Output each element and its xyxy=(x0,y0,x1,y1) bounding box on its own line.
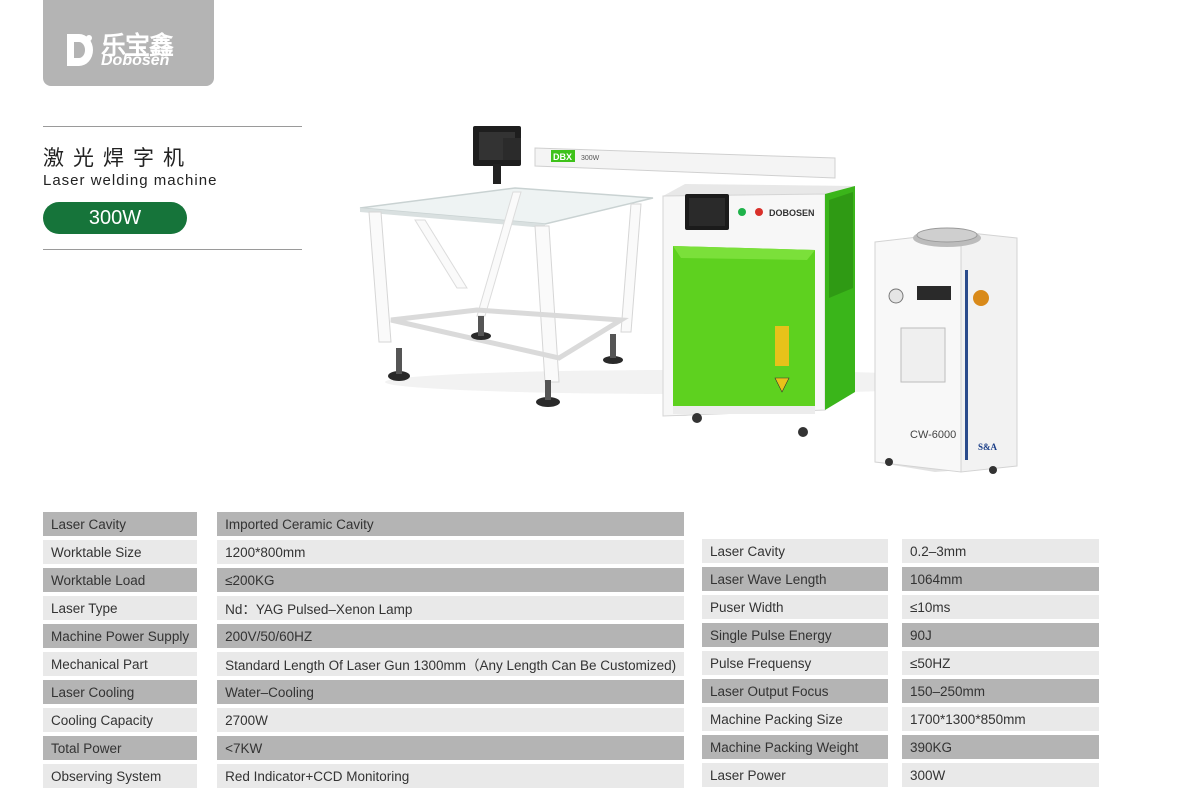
spec-key: Worktable Size xyxy=(43,540,198,564)
spec-value: 200V/50/60HZ xyxy=(217,624,685,648)
table-row: Single Pulse Energy 90J xyxy=(702,623,1099,647)
table-row: Laser Cooling Water–Cooling xyxy=(43,680,685,704)
spec-key: Single Pulse Energy xyxy=(702,623,888,647)
spec-value: ≤10ms xyxy=(902,595,1099,619)
spec-value: Nd：YAG Pulsed–Xenon Lamp xyxy=(217,596,685,620)
table-row: Machine Power Supply 200V/50/60HZ xyxy=(43,624,685,648)
spec-value: Imported Ceramic Cavity xyxy=(217,512,685,536)
dobosen-logo-icon xyxy=(67,34,93,66)
spec-value: Red Indicator+CCD Monitoring xyxy=(217,764,685,788)
spec-value: 300W xyxy=(902,763,1099,787)
arm-power-label: 300W xyxy=(581,155,600,162)
spec-key: Machine Power Supply xyxy=(43,624,198,648)
table-row: Laser Wave Length 1064mm xyxy=(702,567,1099,591)
table-row: Total Power <7KW xyxy=(43,736,685,760)
spec-key: Cooling Capacity xyxy=(43,708,198,732)
table-row: Pulse Frequensy ≤50HZ xyxy=(702,651,1099,675)
chiller-model-label: CW-6000 xyxy=(910,429,956,441)
table-row: Laser Output Focus 150–250mm xyxy=(702,679,1099,703)
spec-key: Mechanical Part xyxy=(43,652,198,676)
spec-value: 90J xyxy=(902,623,1099,647)
spec-key: Laser Cooling xyxy=(43,680,198,704)
spec-value: Standard Length Of Laser Gun 1300mm（Any … xyxy=(217,652,685,676)
spec-table-right: Laser Cavity 0.2–3mm Laser Wave Length 1… xyxy=(702,535,1099,791)
logo-english-name: Dobosen xyxy=(101,52,170,69)
spec-value: 2700W xyxy=(217,708,685,732)
spec-value: 1700*1300*850mm xyxy=(902,707,1099,731)
spec-key: Machine Packing Weight xyxy=(702,735,888,759)
spec-value: Water–Cooling xyxy=(217,680,685,704)
top-divider xyxy=(43,126,302,127)
spec-key: Machine Packing Size xyxy=(702,707,888,731)
spec-value: 150–250mm xyxy=(902,679,1099,703)
spec-value: 1064mm xyxy=(902,567,1099,591)
spec-value: ≤200KG xyxy=(217,568,685,592)
product-title-en: Laser welding machine xyxy=(43,172,218,189)
spec-value: 390KG xyxy=(902,735,1099,759)
spec-key: Laser Power xyxy=(702,763,888,787)
arm-model-label: DBX xyxy=(553,152,572,162)
bottom-divider xyxy=(43,249,302,250)
spec-table-left: Laser Cavity Imported Ceramic Cavity Wor… xyxy=(43,508,685,792)
table-row: Laser Cavity 0.2–3mm xyxy=(702,539,1099,563)
spec-key: Total Power xyxy=(43,736,198,760)
table-row: Cooling Capacity 2700W xyxy=(43,708,685,732)
table-row: Machine Packing Weight 390KG xyxy=(702,735,1099,759)
table-row: Puser Width ≤10ms xyxy=(702,595,1099,619)
spec-key: Puser Width xyxy=(702,595,888,619)
laser-cabinet: DOBOSEN xyxy=(662,184,855,437)
brand-logo: 乐宝鑫 Dobosen xyxy=(43,0,214,86)
spec-key: Worktable Load xyxy=(43,568,198,592)
spec-value: 0.2–3mm xyxy=(902,539,1099,563)
chiller-brand-label: S&A xyxy=(978,442,998,452)
spec-key: Laser Output Focus xyxy=(702,679,888,703)
spec-key: Laser Wave Length xyxy=(702,567,888,591)
spec-key: Pulse Frequensy xyxy=(702,651,888,675)
spec-value: ≤50HZ xyxy=(902,651,1099,675)
table-row: Machine Packing Size 1700*1300*850mm xyxy=(702,707,1099,731)
table-row: Laser Type Nd：YAG Pulsed–Xenon Lamp xyxy=(43,596,685,620)
spec-value: 1200*800mm xyxy=(217,540,685,564)
product-title-cn: 激光焊字机 xyxy=(43,146,193,170)
laser-arm: DBX 300W xyxy=(473,126,836,184)
spec-value: <7KW xyxy=(217,736,685,760)
spec-key: Laser Cavity xyxy=(43,512,198,536)
worktable xyxy=(359,187,654,407)
spec-key: Observing System xyxy=(43,764,198,788)
logo-chinese-name: 乐宝鑫 xyxy=(101,31,174,60)
cabinet-brand-label: DOBOSEN xyxy=(769,208,815,218)
spec-key: Laser Type xyxy=(43,596,198,620)
spec-key: Laser Cavity xyxy=(702,539,888,563)
table-row: Observing System Red Indicator+CCD Monit… xyxy=(43,764,685,788)
power-badge: 300W xyxy=(43,202,187,234)
table-row: Laser Cavity Imported Ceramic Cavity xyxy=(43,512,685,536)
table-row: Worktable Load ≤200KG xyxy=(43,568,685,592)
machine-illustration: DBX 300W DOBOSEN CW-6000 S&A xyxy=(359,126,1018,474)
table-row: Worktable Size 1200*800mm xyxy=(43,540,685,564)
table-row: Mechanical Part Standard Length Of Laser… xyxy=(43,652,685,676)
industrial-chiller: CW-6000 S&A xyxy=(874,227,1018,474)
table-row: Laser Power 300W xyxy=(702,763,1099,787)
